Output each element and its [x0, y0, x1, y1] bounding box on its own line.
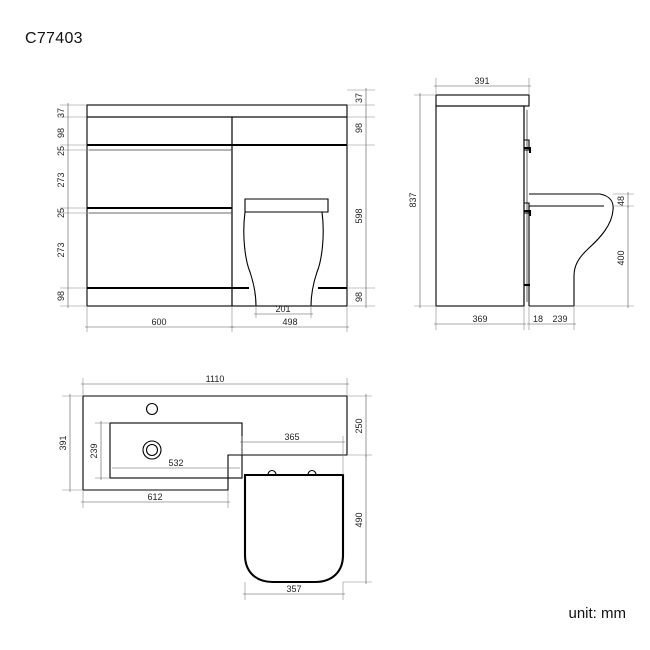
- dim-front-left-2: 25: [56, 146, 66, 156]
- dim-front-left-6: 98: [56, 291, 66, 301]
- plan-view: 1110 391 239 532 612 250 490 365: [58, 374, 372, 600]
- dim-plan-top-1110: 1110: [206, 374, 225, 384]
- front-elevation-view: 37 98 25 273 25 273 98 37 98 598 98 600 …: [56, 88, 375, 332]
- front-left-dim-labels: 37 98 25 273 25 273 98: [56, 108, 66, 301]
- dim-side-right-48: 48: [616, 196, 626, 206]
- dim-plan-right-490: 490: [354, 512, 364, 527]
- front-right-dim-labels: 37 98 598 98: [354, 93, 364, 302]
- waste-outlet-outer: [142, 440, 162, 460]
- dim-side-bottom-18: 18: [533, 314, 543, 324]
- dim-plan-basin-239: 239: [89, 443, 99, 458]
- dim-side-bottom-369: 369: [472, 314, 487, 324]
- dim-side-left-837: 837: [408, 192, 418, 207]
- dim-front-right-3: 98: [354, 292, 364, 302]
- dim-plan-right-250: 250: [354, 418, 364, 433]
- page-title: C77403: [25, 30, 83, 47]
- dim-front-right-2: 598: [354, 208, 364, 223]
- dim-plan-toilet-357: 357: [286, 584, 301, 594]
- tap-hole: [145, 402, 159, 416]
- waste-outlet-inner: [145, 443, 159, 457]
- dim-side-bottom-239: 239: [552, 314, 567, 324]
- dim-plan-basin-532: 532: [168, 458, 183, 468]
- dim-plan-toilet-365: 365: [284, 432, 299, 442]
- dim-front-left-1: 98: [56, 128, 66, 138]
- dim-front-right-1: 98: [354, 123, 364, 133]
- dim-plan-outer-612: 612: [147, 492, 162, 502]
- dim-front-bottom-600: 600: [151, 317, 166, 327]
- dim-front-left-4: 25: [56, 208, 66, 218]
- side-elevation-view: 391 837 48 400 369 18 239: [408, 76, 634, 330]
- dim-front-bottom-498: 498: [282, 317, 297, 327]
- unit-note: unit: mm: [568, 605, 626, 622]
- dim-side-top-391: 391: [474, 76, 489, 86]
- dim-front-right-0: 37: [354, 93, 364, 103]
- dim-side-right-400: 400: [616, 250, 626, 265]
- dim-front-left-3: 273: [56, 172, 66, 187]
- dim-front-left-0: 37: [56, 108, 66, 118]
- dim-front-left-5: 273: [56, 242, 66, 257]
- dim-front-toilet-base: 201: [275, 304, 290, 314]
- dim-plan-left-391: 391: [58, 435, 68, 450]
